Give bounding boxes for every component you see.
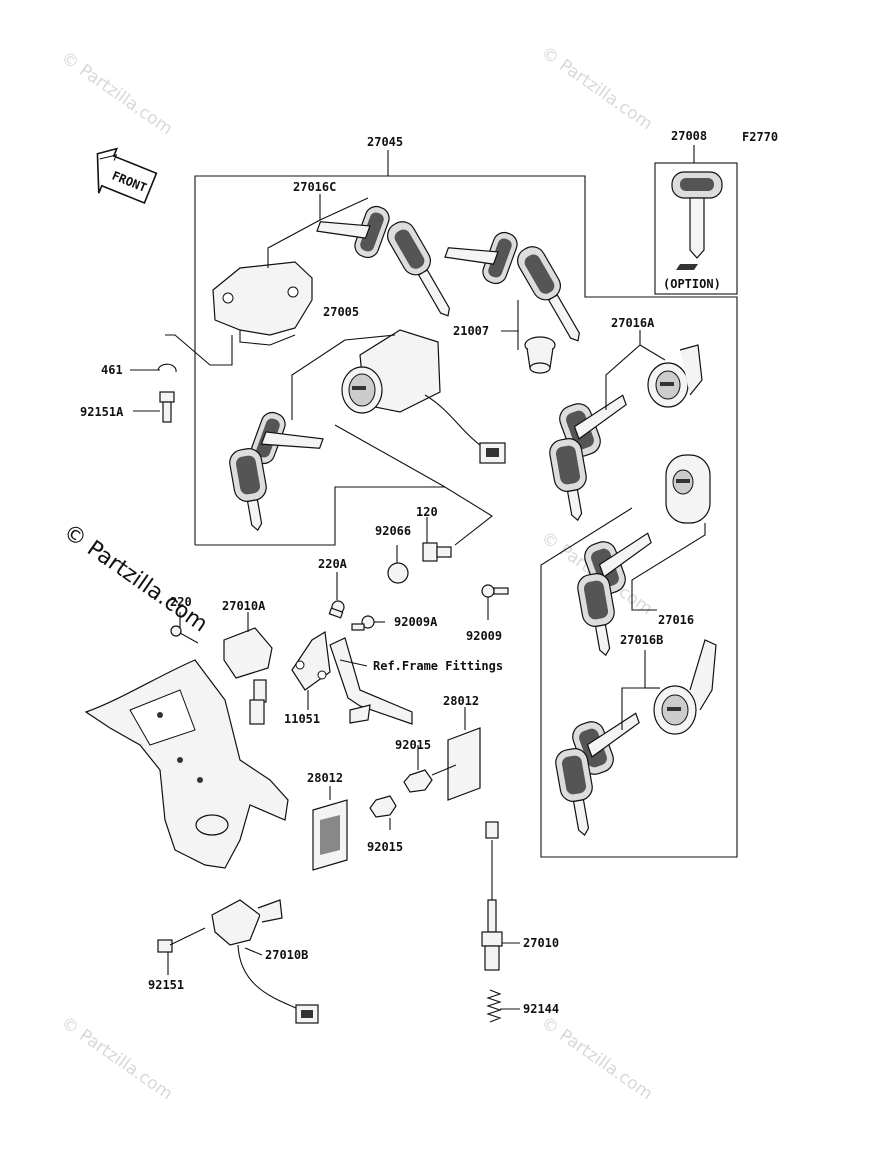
bracket-11051 [291, 631, 331, 691]
cap-92066 [387, 562, 409, 584]
keys-27016C [316, 205, 450, 317]
bolt-92151 [157, 927, 206, 953]
callout-27010: 27010 [523, 936, 559, 950]
callout-27010B: 27010B [265, 948, 308, 962]
bolt-92151A [159, 391, 175, 423]
callout-220A: 220A [318, 557, 348, 571]
watermark-dark: © Partzilla.com [59, 519, 212, 637]
callout-461: 461 [101, 363, 123, 377]
callout-28012-lower: 28012 [307, 771, 343, 785]
keys-27005 [229, 411, 324, 532]
option-key [671, 171, 723, 270]
callout-120: 120 [416, 505, 438, 519]
callout-11051: 11051 [284, 712, 320, 726]
ignition-switch-27005 [341, 329, 506, 464]
lock-housing-27016C [212, 261, 313, 346]
callout-92015-lower: 92015 [367, 840, 403, 854]
pad-28012-lower [312, 799, 348, 871]
nut-92015-upper [403, 764, 457, 793]
callout-28012-upper: 28012 [443, 694, 479, 708]
group-outlines [194, 145, 738, 858]
lock-27016B [653, 639, 717, 735]
watermark-bottom-left: © Partzilla.com [57, 1013, 176, 1105]
keys-27016 [577, 532, 652, 657]
pad-28012-upper [447, 727, 481, 801]
keys-27016A [549, 394, 627, 522]
callout-92066: 92066 [375, 524, 411, 538]
callout-220: 220 [170, 595, 192, 609]
lock-27016 [665, 454, 711, 524]
callout-92151A: 92151A [80, 405, 124, 419]
spring-92144 [486, 989, 502, 1023]
callout-27016C: 27016C [293, 180, 336, 194]
callout-27010A: 27010A [222, 599, 266, 613]
keys-27016B [555, 712, 640, 836]
callout-27016: 27016 [658, 613, 694, 627]
callout-27005: 27005 [323, 305, 359, 319]
callout-27016A: 27016A [611, 316, 655, 330]
screw-92009A [351, 615, 375, 631]
callout-27016B: 27016B [620, 633, 663, 647]
leader-lines [130, 194, 706, 1010]
screw-220A [328, 600, 345, 619]
option-label: (OPTION) [663, 277, 721, 291]
screw-220 [170, 625, 199, 644]
frame-fitting [329, 637, 413, 725]
nut-92015-lower [369, 795, 397, 818]
keys-21007 [444, 231, 580, 342]
switch-27010B [211, 899, 319, 1024]
front-arrow: FRONT [96, 147, 158, 205]
switch-27010A [223, 627, 273, 725]
callout-92009: 92009 [466, 629, 502, 643]
callout-92015-upper: 92015 [395, 738, 431, 752]
callout-ref-frame-fittings: Ref.Frame Fittings [373, 659, 503, 673]
watermarks: © Partzilla.com © Partzilla.com © Partzi… [57, 43, 656, 1105]
callout-92009A: 92009A [394, 615, 438, 629]
callout-92151: 92151 [148, 978, 184, 992]
watermark-bottom-right: © Partzilla.com [537, 1013, 656, 1105]
washer-461 [157, 363, 177, 373]
screw-92009 [481, 584, 509, 598]
callout-92144: 92144 [523, 1002, 559, 1016]
switch-27010 [481, 821, 503, 971]
watermark-top-left: © Partzilla.com [57, 48, 176, 140]
cap-21007 [524, 336, 556, 374]
figure-code: F2770 [742, 130, 778, 144]
bolt-120 [422, 542, 452, 562]
callout-labels: 27045 27008 (OPTION) 27016C 27005 21007 … [80, 129, 721, 1016]
lock-27016A [647, 344, 703, 408]
watermark-top-right: © Partzilla.com [537, 43, 656, 135]
callout-27008: 27008 [671, 129, 707, 143]
callout-21007: 21007 [453, 324, 489, 338]
callout-27045: 27045 [367, 135, 403, 149]
frame-section [84, 659, 289, 869]
